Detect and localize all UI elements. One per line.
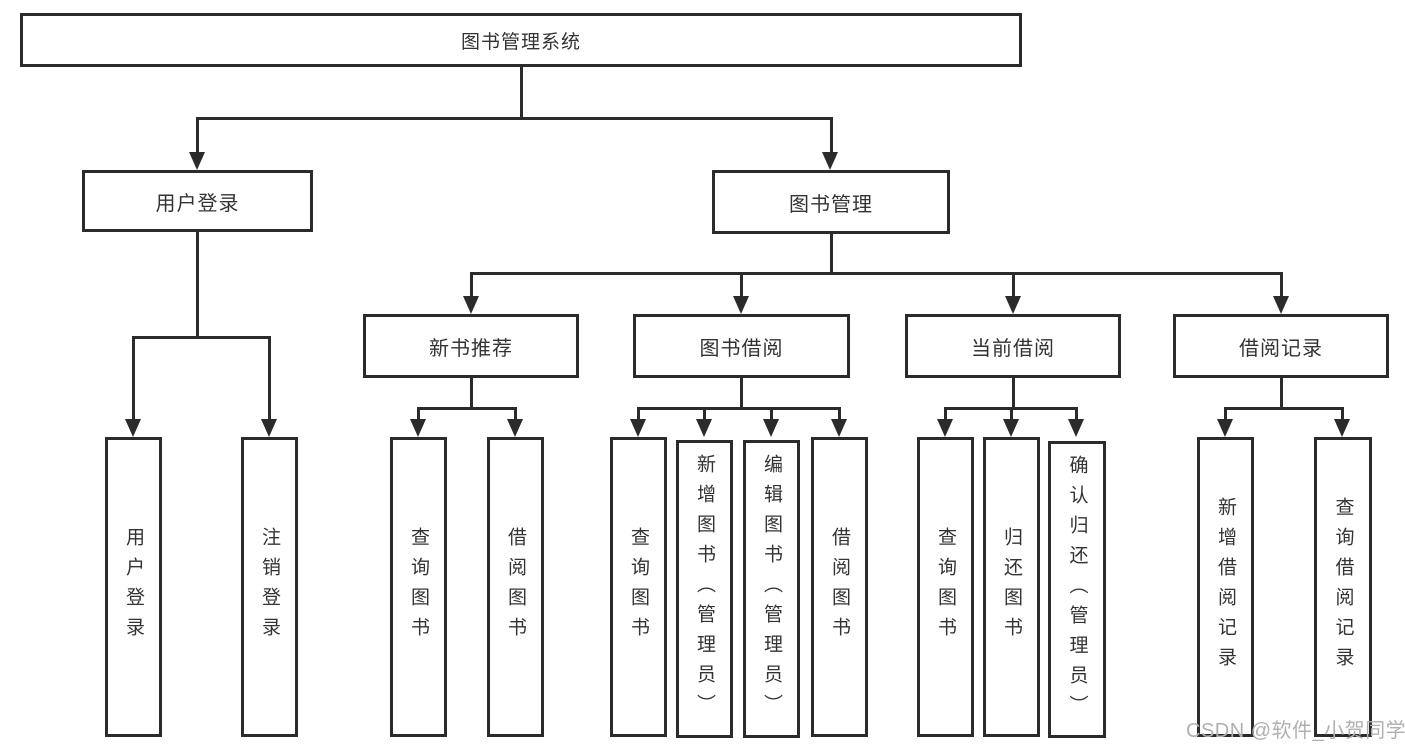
arrow-down-icon: [630, 419, 646, 437]
arrow-down-icon: [261, 419, 277, 437]
arrow-down-icon: [1273, 296, 1289, 314]
connector-line: [838, 407, 841, 421]
connector-line: [1012, 378, 1015, 408]
arrow-down-icon: [125, 419, 141, 437]
connector-line: [417, 407, 517, 410]
leaf-borrow-books: 借阅图书: [487, 437, 544, 737]
leaf-user-login: 用户登录: [105, 437, 162, 737]
node-book-borrowing: 图书借阅: [633, 314, 850, 378]
node-user-login: 用户登录: [82, 170, 313, 232]
arrow-down-icon: [463, 296, 479, 314]
connector-line: [132, 336, 135, 422]
node-borrowing-records: 借阅记录: [1173, 314, 1389, 378]
connector-line: [770, 407, 773, 421]
leaf-query-borrow-record: 查询借阅记录: [1314, 437, 1372, 737]
connector-line: [196, 117, 199, 157]
connector-line: [268, 336, 271, 422]
arrow-down-icon: [189, 152, 205, 170]
leaf-query-books: 查询图书: [610, 437, 667, 737]
connector-line: [514, 407, 517, 421]
connector-line: [830, 117, 833, 157]
node-new-book-recommendation: 新书推荐: [363, 314, 579, 378]
leaf-query-books: 查询图书: [390, 437, 447, 737]
connector-line: [740, 272, 743, 300]
leaf-add-book-admin: 新增图书（管理员）: [676, 440, 733, 738]
connector-line: [1280, 378, 1283, 408]
arrow-down-icon: [410, 419, 426, 437]
leaf-edit-book-admin: 编辑图书（管理员）: [743, 440, 800, 738]
arrow-down-icon: [937, 419, 953, 437]
connector-line: [470, 378, 473, 408]
node-book-management: 图书管理: [712, 170, 950, 234]
arrow-down-icon: [1217, 419, 1233, 437]
connector-line: [1075, 407, 1078, 421]
connector-line: [196, 117, 833, 120]
arrow-down-icon: [1003, 419, 1019, 437]
connector-line: [637, 407, 841, 410]
connector-line: [1341, 407, 1344, 421]
arrow-down-icon: [507, 419, 523, 437]
connector-line: [1224, 407, 1227, 421]
arrow-down-icon: [831, 419, 847, 437]
connector-line: [1012, 272, 1015, 300]
arrow-down-icon: [822, 152, 838, 170]
leaf-confirm-return-admin: 确认归还（管理员）: [1048, 441, 1106, 738]
connector-line: [944, 407, 947, 421]
arrow-down-icon: [733, 296, 749, 314]
connector-line: [740, 378, 743, 408]
connector-line: [520, 67, 523, 117]
node-current-borrowing: 当前借阅: [905, 314, 1121, 378]
connector-line: [1280, 272, 1283, 300]
leaf-logout: 注销登录: [241, 437, 298, 737]
leaf-query-books: 查询图书: [917, 437, 974, 737]
connector-line: [1224, 407, 1344, 410]
leaf-return-book: 归还图书: [983, 437, 1040, 737]
connector-line: [470, 272, 473, 300]
connector-line: [637, 407, 640, 421]
connector-line: [1010, 407, 1013, 421]
node-root: 图书管理系统: [20, 13, 1022, 67]
connector-line: [703, 407, 706, 421]
leaf-add-borrow-record: 新增借阅记录: [1197, 437, 1254, 737]
connector-line: [470, 272, 1283, 275]
connector-line: [132, 336, 271, 339]
arrow-down-icon: [1068, 419, 1084, 437]
arrow-down-icon: [1334, 419, 1350, 437]
leaf-borrow-books: 借阅图书: [811, 437, 868, 737]
connector-line: [830, 234, 833, 273]
arrow-down-icon: [763, 419, 779, 437]
connector-line: [417, 407, 420, 421]
connector-line: [196, 232, 199, 336]
arrow-down-icon: [1005, 296, 1021, 314]
arrow-down-icon: [696, 419, 712, 437]
